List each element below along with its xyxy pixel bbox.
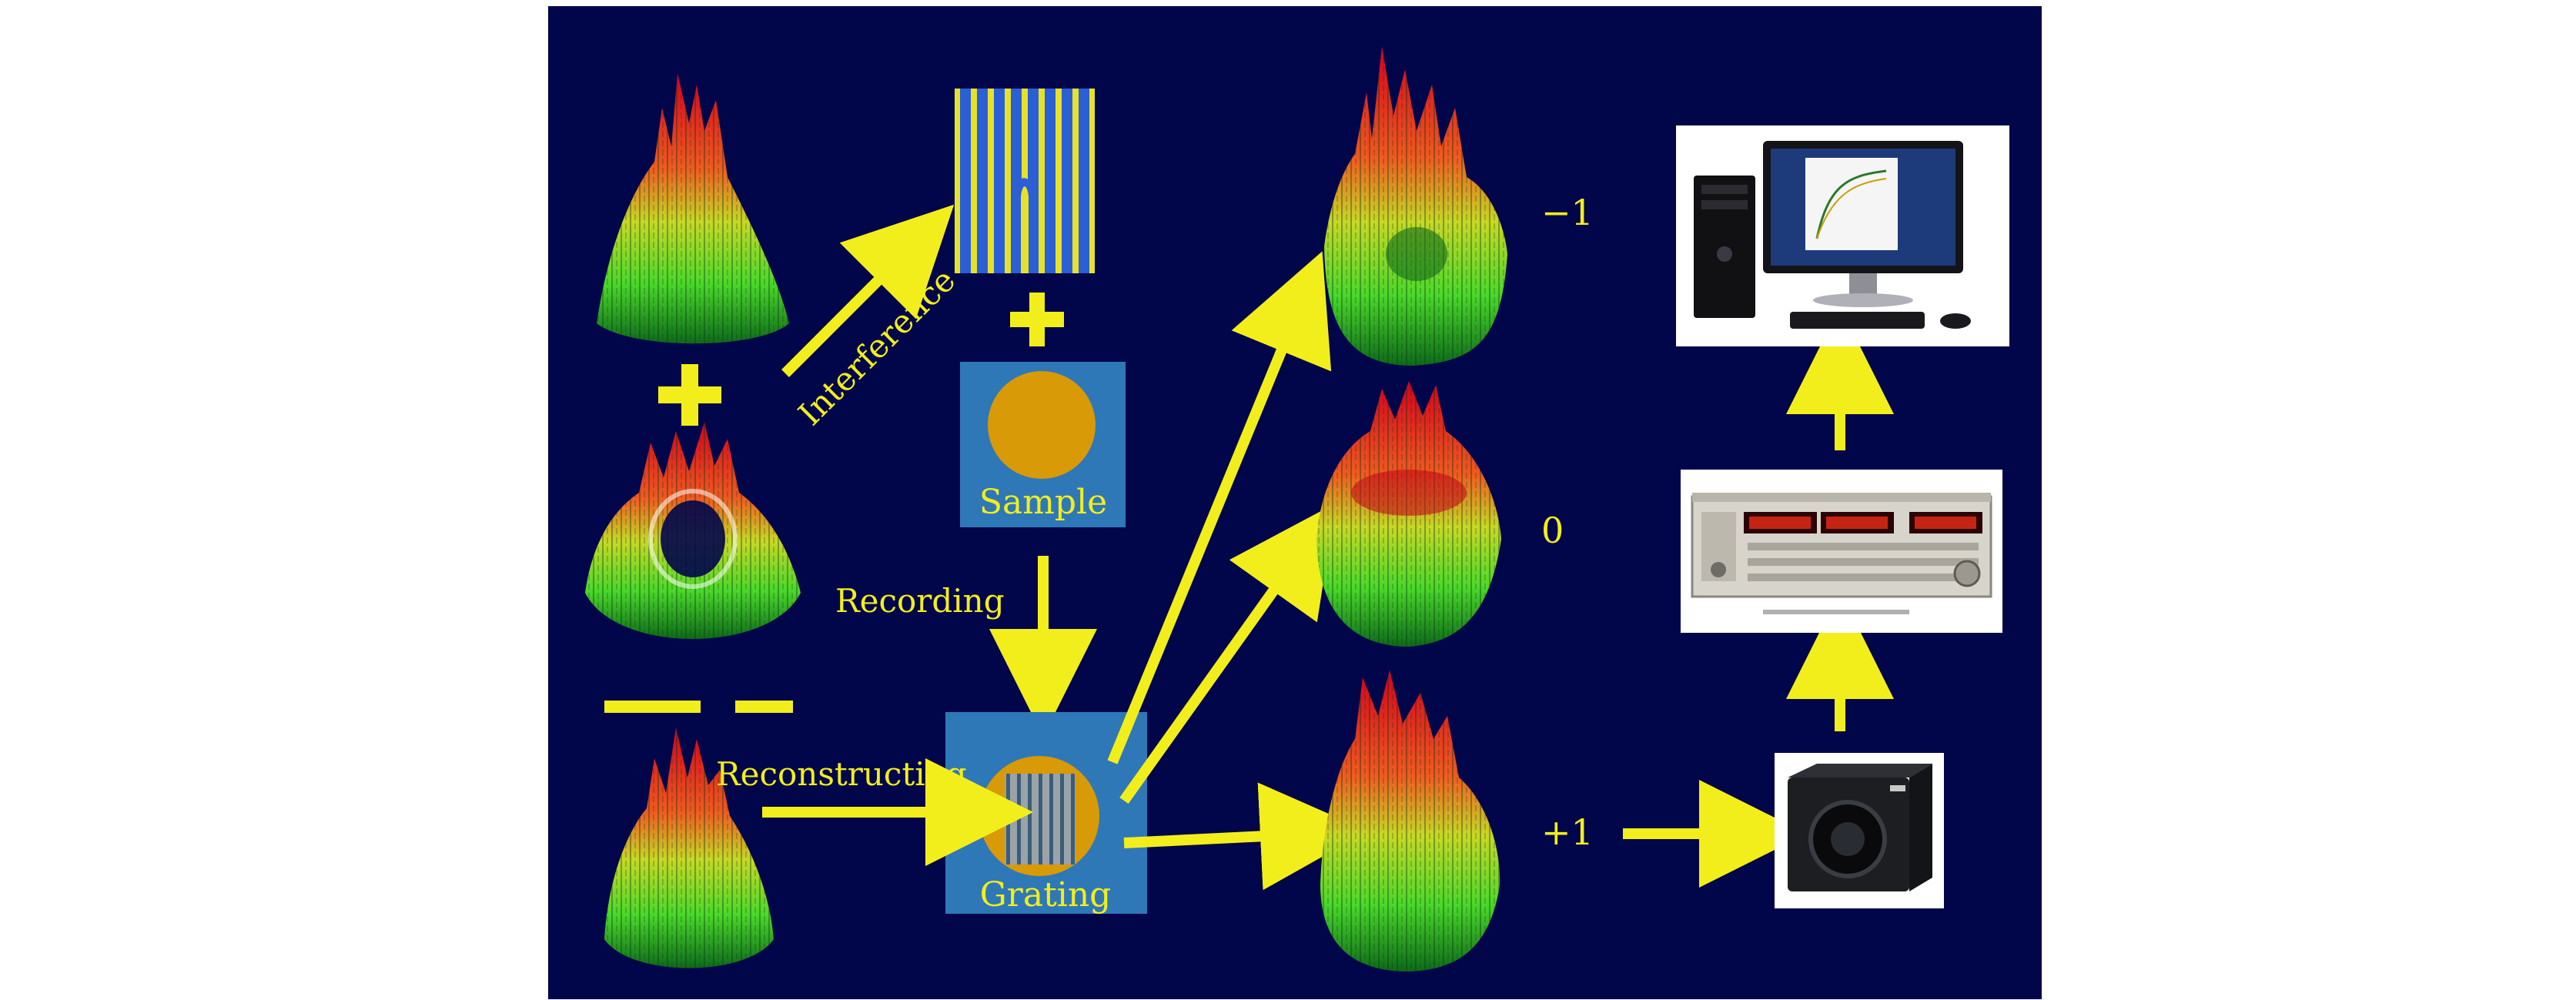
plus-symbol-2 (1010, 293, 1064, 346)
camera-icon (1775, 753, 1944, 908)
lock-in-amplifier-icon (1681, 470, 2002, 633)
sample-panel (960, 362, 1126, 527)
diffracted-beam-zero (1316, 381, 1501, 647)
grating-label: Grating (980, 875, 1112, 915)
beam-top (597, 73, 789, 344)
recording-label: Recording (835, 582, 1005, 620)
order-label-zero: 0 (1541, 510, 1564, 551)
order-label-minus-one: −1 (1541, 192, 1594, 233)
minus-symbol (604, 701, 793, 713)
diffracted-beam-minus-one (1324, 46, 1507, 366)
beam-vortex (585, 422, 801, 639)
diffracted-beam-plus-one (1320, 670, 1500, 972)
interference-pattern (955, 89, 1095, 273)
diffraction-arrow-zero (1119, 503, 1336, 804)
order-label-plus-one: +1 (1541, 811, 1594, 853)
diffraction-arrow-plus-one (1123, 782, 1368, 891)
sample-label: Sample (979, 483, 1107, 522)
computer-icon (1676, 125, 2009, 346)
reconstructing-label: Reconstructing (716, 755, 967, 793)
interference-arrow (781, 204, 955, 377)
plus-symbol (658, 364, 721, 426)
diffraction-arrow-minus-one (1107, 251, 1332, 764)
beam-bottom (604, 727, 774, 968)
